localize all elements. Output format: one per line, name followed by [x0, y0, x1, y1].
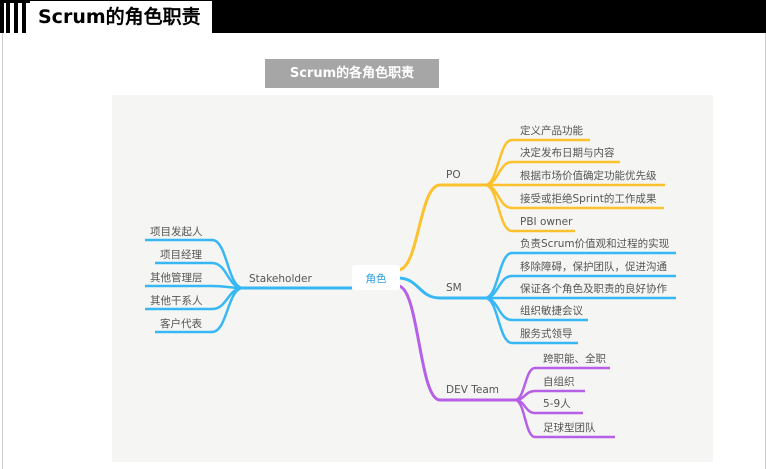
dev-branch-line [396, 284, 442, 402]
sm-item: 组织敏捷会议 [520, 304, 583, 317]
sm-item-connector [483, 296, 514, 345]
sm-branch-line [396, 276, 442, 300]
stakeholder-item: 其他干系人 [150, 294, 203, 307]
sm-item: 负责Scrum价值观和过程的实现 [520, 237, 670, 250]
po-item-connector [483, 183, 514, 233]
center-node-label: 角色 [366, 272, 387, 285]
header-bar: Scrum的角色职责 [0, 0, 766, 33]
page-title: Scrum的角色职责 [30, 1, 212, 33]
center-node [352, 265, 400, 290]
mind-map-canvas [112, 95, 713, 462]
po-item: 决定发布日期与内容 [520, 146, 615, 159]
stakeholder-item: 项目发起人 [150, 225, 203, 238]
po-item: PBI owner [520, 216, 573, 228]
dev-item: 自组织 [543, 375, 575, 388]
stakeholder-label: Stakeholder [249, 273, 313, 285]
dev-item: 足球型团队 [543, 421, 596, 434]
stakeholder-item: 其他管理层 [150, 271, 203, 284]
dev-item: 跨职能、全职 [543, 352, 606, 365]
sm-label: SM [446, 282, 462, 294]
dev-item: 5-9人 [543, 398, 571, 410]
stakeholder-item-connector [210, 286, 245, 334]
sm-item: 移除障碍，保护团队，促进沟通 [520, 260, 667, 273]
stakeholder-item: 项目经理 [160, 248, 202, 261]
sm-item: 保证各个角色及职责的良好协作 [520, 282, 667, 295]
stripes-icon [4, 3, 30, 33]
po-branch-line [396, 183, 442, 272]
dev-item-connector [513, 398, 537, 439]
sm-item: 服务式领导 [520, 327, 573, 340]
po-label: PO [446, 169, 461, 181]
dev-label: DEV Team [446, 384, 499, 396]
po-item: 接受或拒绝Sprint的工作成果 [520, 192, 657, 205]
po-item: 根据市场价值确定功能优先级 [520, 169, 657, 182]
po-item: 定义产品功能 [520, 124, 583, 137]
stakeholder-item: 客户代表 [160, 317, 202, 330]
diagram-title: Scrum的各角色职责 [265, 59, 439, 88]
